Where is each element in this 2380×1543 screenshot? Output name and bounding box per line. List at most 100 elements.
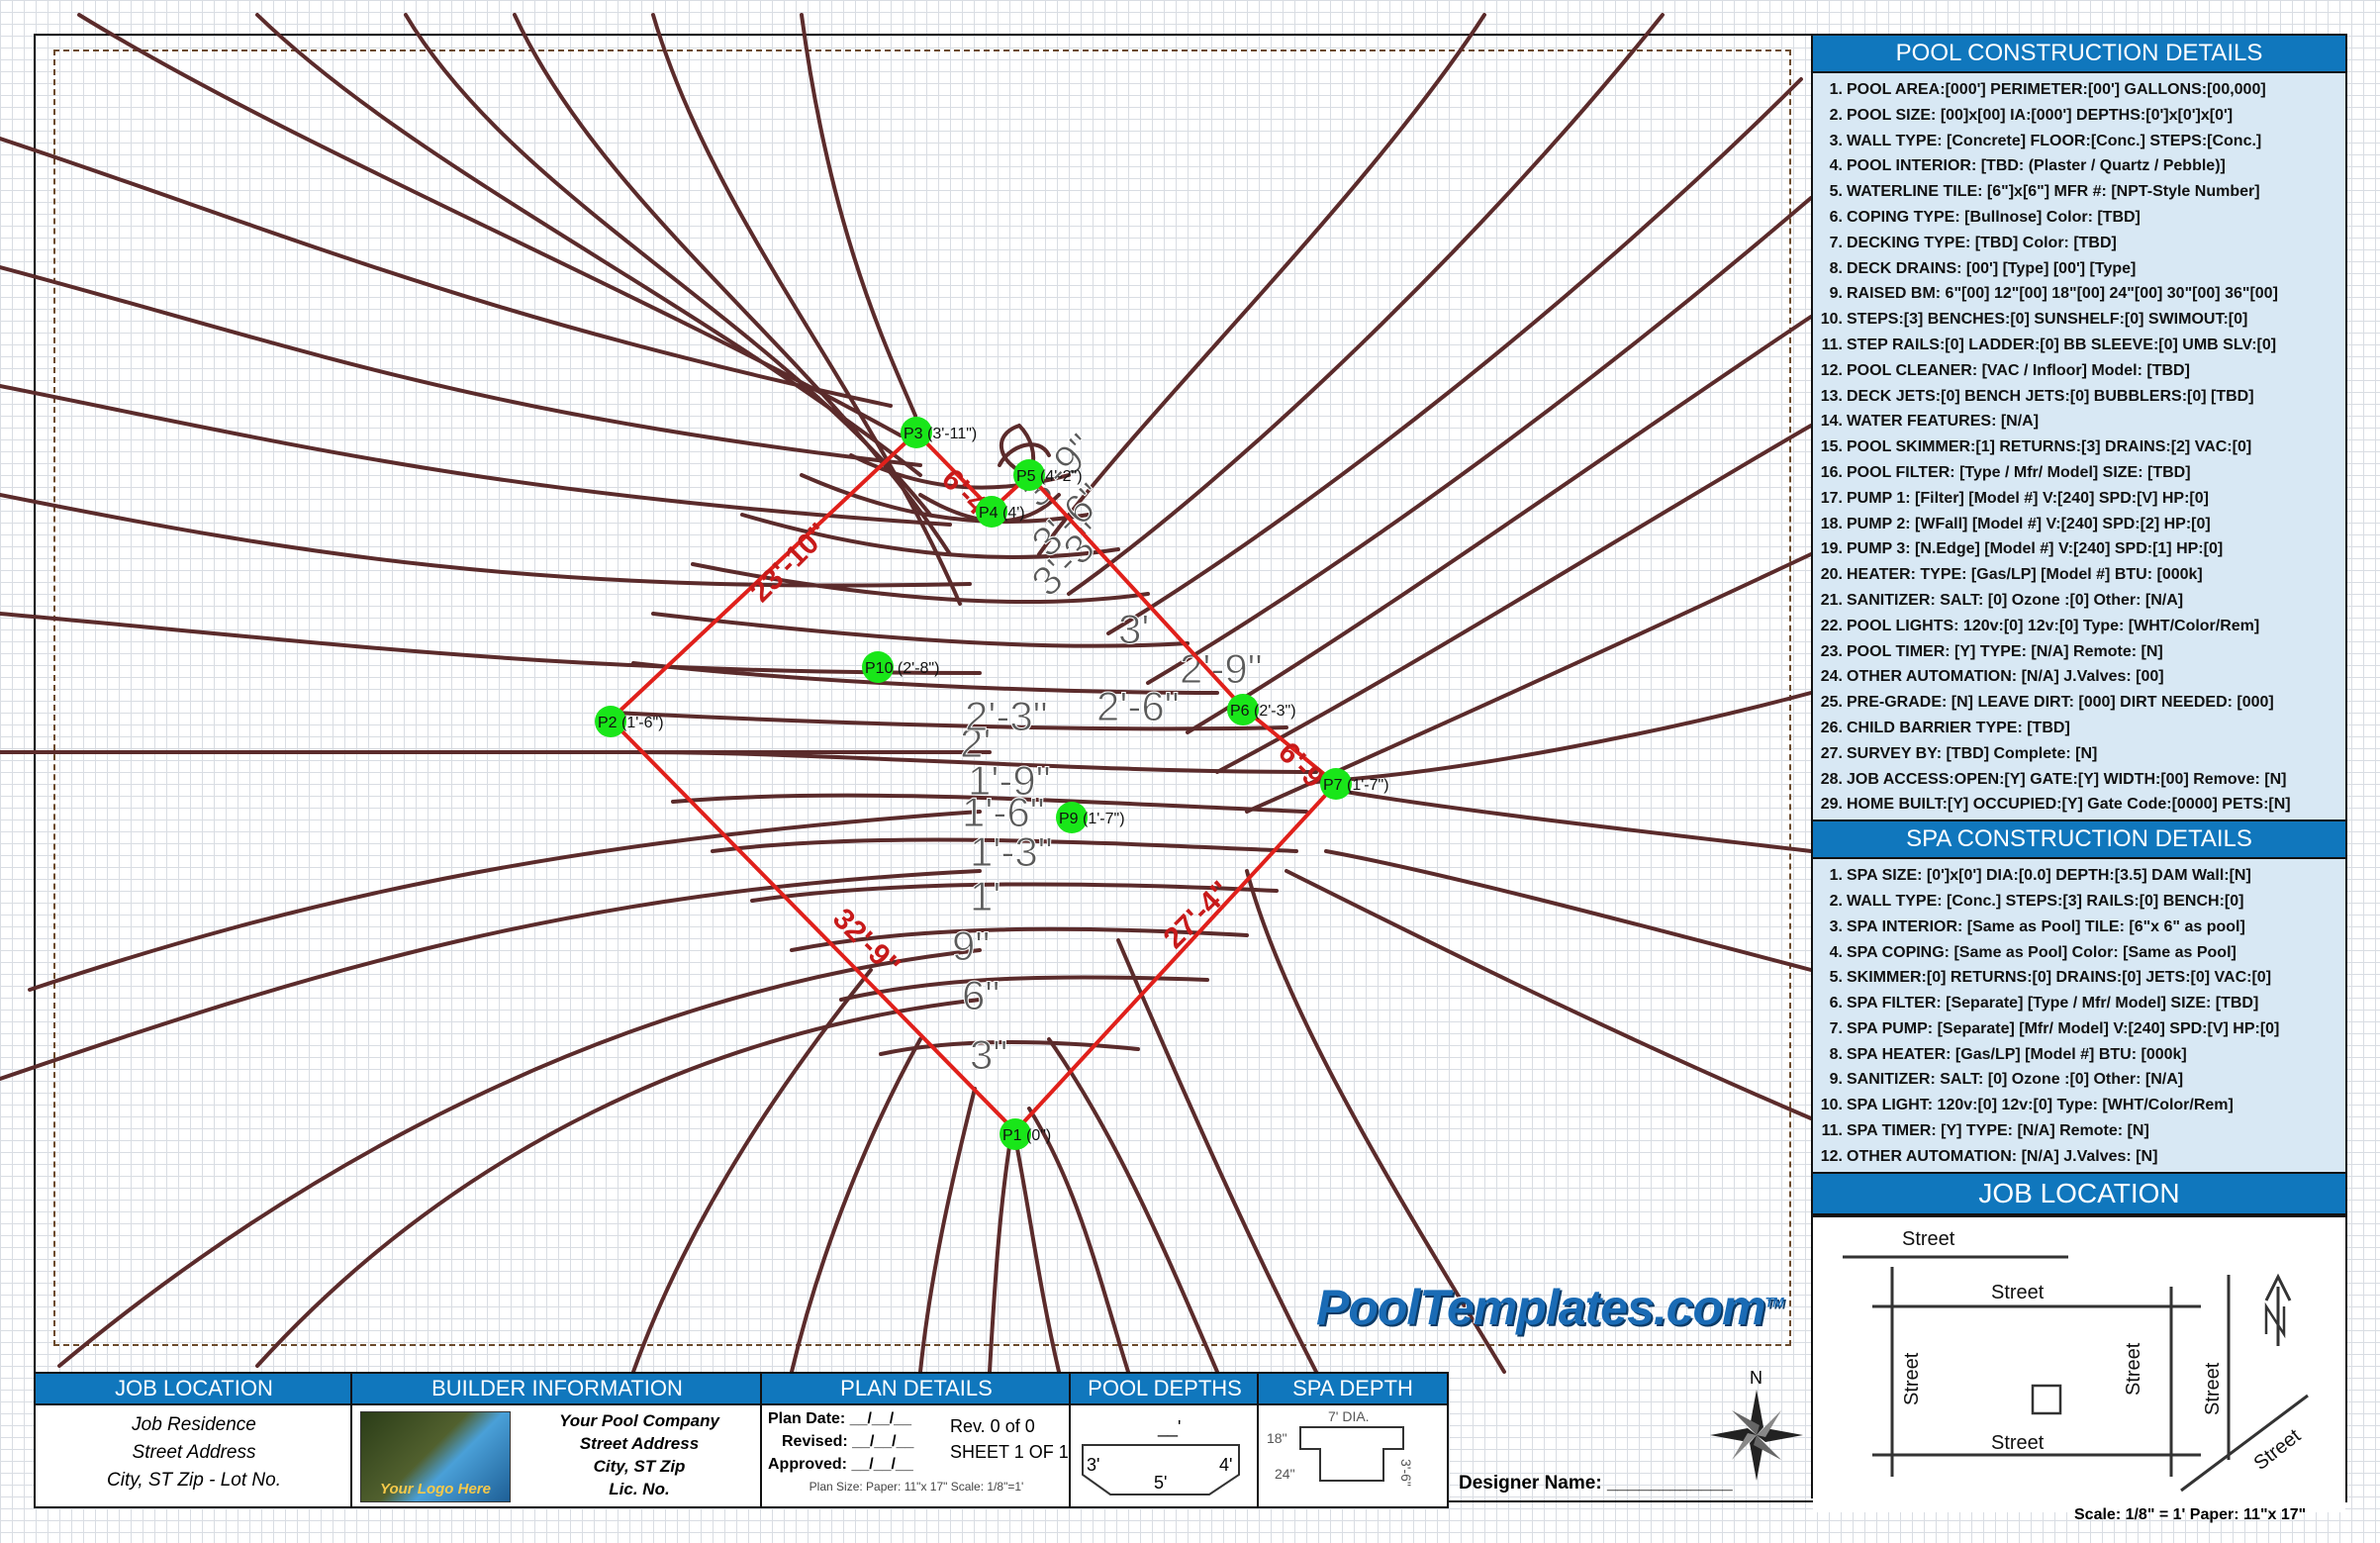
spec-row: 3.SPA INTERIOR: [Same as Pool] TILE: [6"…	[1819, 915, 2339, 940]
job-name: Job Residence	[132, 1414, 256, 1435]
contour-elevation-label: 2'-3"	[965, 693, 1048, 739]
contour-line	[612, 711, 1288, 731]
job-street: Street Address	[132, 1442, 256, 1463]
builder-company: Your Pool Company	[559, 1411, 719, 1430]
street-label: Street	[2202, 1362, 2224, 1415]
spec-row-number: 3.	[1829, 917, 1843, 935]
spec-row: 29.HOME BUILT:[Y] OCCUPIED:[Y] Gate Code…	[1819, 792, 2339, 818]
contour-elevation-label: 2'	[960, 720, 991, 766]
survey-point-label: P6 (2'-3")	[1230, 703, 1296, 720]
spec-row: 19.PUMP 3: [N.Edge] [Model #] V:[240] SP…	[1819, 536, 2339, 562]
survey-point[interactable]	[1000, 1118, 1031, 1150]
spec-row-text: SANITIZER: SALT: [0] Ozone :[0] Other: […	[1847, 1071, 2184, 1089]
survey-point[interactable]	[976, 496, 1007, 528]
contour-line	[918, 1087, 977, 1374]
spec-row-number: 3.	[1829, 132, 1843, 149]
contour-line	[404, 13, 932, 517]
spec-row: 8.SPA HEATER: [Gas/LP] [Model #] BTU: [0…	[1819, 1042, 2339, 1068]
builder-license: Lic. No.	[609, 1480, 670, 1498]
survey-point[interactable]	[1227, 694, 1259, 725]
pool-details-header: POOL CONSTRUCTION DETAILS	[1813, 34, 2345, 73]
plan-revised: Revised: __/__/__	[782, 1433, 914, 1450]
spec-row-number: 6.	[1829, 208, 1843, 226]
spec-row-number: 25.	[1820, 694, 1843, 712]
spec-row-text: WATER FEATURES: [N/A]	[1847, 413, 2040, 431]
spec-row-text: POOL AREA:[000'] PERIMETER:[00'] GALLONS…	[1847, 81, 2266, 98]
survey-point-label: P1 (0")	[1002, 1127, 1051, 1144]
contour-line	[651, 13, 962, 606]
spec-row-text: CHILD BARRIER TYPE: [TBD]	[1847, 719, 2070, 736]
spa-depth-profile: 7' DIA. 18" 24" 3'-6"	[1267, 1408, 1414, 1487]
spec-row-text: POOL INTERIOR: [TBD: (Plaster / Quartz /…	[1847, 157, 2226, 175]
spec-row: 11.SPA TIMER: [Y] TYPE: [N/A] Remote: [N…	[1819, 1118, 2339, 1144]
spec-row-text: POOL CLEANER: [VAC / Infloor] Model: [TB…	[1847, 361, 2190, 379]
spec-row-number: 28.	[1820, 770, 1843, 788]
survey-point[interactable]	[1320, 768, 1352, 800]
spec-row: 12.OTHER AUTOMATION: [N/A] J.Valves: [N]	[1819, 1144, 2339, 1170]
contour-lines	[0, 13, 1813, 1374]
plan-size: Plan Size: Paper: 11"x 17" Scale: 1/8"=1…	[809, 1480, 1024, 1494]
spec-row: 10.STEPS:[3] BENCHES:[0] SUNSHELF:[0] SW…	[1819, 307, 2339, 333]
spec-row-number: 11.	[1821, 336, 1843, 353]
survey-point-label: P9 (1'-7")	[1059, 811, 1125, 827]
revision-number: Rev. 0 of 0	[950, 1416, 1035, 1436]
spec-row-text: STEP RAILS:[0] LADDER:[0] BB SLEEVE:[0] …	[1847, 336, 2277, 353]
contour-line	[879, 1040, 1140, 1056]
contour-line	[800, 13, 917, 418]
spec-row: 2.POOL SIZE: [00]x[00] IA:[000'] DEPTHS:…	[1819, 103, 2339, 129]
job-city: City, ST Zip - Lot No.	[107, 1470, 281, 1491]
contour-line	[0, 869, 982, 1081]
spec-row: 16.POOL FILTER: [Type / Mfr/ Model] SIZE…	[1819, 460, 2339, 486]
contour-elevation-label: 1'-9"	[968, 757, 1051, 804]
survey-point[interactable]	[901, 417, 932, 448]
builder-city: City, ST Zip	[593, 1457, 686, 1476]
spec-row-text: PRE-GRADE: [N] LEAVE DIRT: [000] DIRT NE…	[1847, 694, 2274, 712]
spec-row-text: PUMP 1: [Filter] [Model #] V:[240] SPD:[…	[1847, 489, 2209, 507]
contour-line	[0, 137, 893, 408]
builder-title: BUILDER INFORMATION	[352, 1374, 762, 1405]
contour-elevation-label: 9"	[952, 922, 990, 969]
contour-line	[0, 265, 922, 467]
contour-line	[631, 968, 873, 1374]
spec-row: 20.HEATER: TYPE: [Gas/LP] [Model #] BTU:…	[1819, 562, 2339, 588]
survey-point[interactable]	[1013, 459, 1045, 491]
spec-row-number: 24.	[1820, 668, 1843, 686]
sheet-number: SHEET 1 OF 1	[950, 1442, 1069, 1462]
spec-row-number: 5.	[1829, 183, 1843, 201]
spec-row-number: 27.	[1820, 744, 1843, 762]
spec-row-number: 18.	[1820, 515, 1843, 532]
contour-elevation-label: 3'	[1118, 606, 1149, 652]
spec-row-text: POOL SIZE: [00]x[00] IA:[000'] DEPTHS:[0…	[1847, 106, 2234, 124]
spec-row-text: HEATER: TYPE: [Gas/LP] [Model #] BTU: [0…	[1847, 566, 2203, 584]
spec-row: 27.SURVEY BY: [TBD] Complete: [N]	[1819, 741, 2339, 767]
survey-point[interactable]	[595, 706, 626, 737]
contour-line	[631, 661, 1219, 695]
spec-row: 22.POOL LIGHTS: 120v:[0] 12v:[0] Type: […	[1819, 614, 2339, 639]
contour-elevation-label: 3"	[970, 1031, 1007, 1078]
contour-line	[1116, 938, 1318, 1374]
contour-line	[1186, 315, 1813, 734]
spec-row: 13.DECK JETS:[0] BENCH JETS:[0] BUBBLERS…	[1819, 384, 2339, 410]
contour-line	[255, 998, 982, 1368]
contour-line	[1146, 196, 1813, 685]
contour-line	[0, 384, 952, 527]
pool-details-list: 1.POOL AREA:[000'] PERIMETER:[00'] GALLO…	[1813, 73, 2345, 820]
spec-row-text: SKIMMER:[0] RETURNS:[0] DRAINS:[0] JETS:…	[1847, 969, 2272, 987]
contour-line	[1027, 1107, 1130, 1374]
spec-row: 24.OTHER AUTOMATION: [N/A] J.Valves: [00…	[1819, 664, 2339, 690]
spec-row: 26.CHILD BARRIER TYPE: [TBD]	[1819, 716, 2339, 741]
survey-point[interactable]	[1056, 802, 1088, 833]
spec-row-text: HOME BUILT:[Y] OCCUPIED:[Y] Gate Code:[0…	[1847, 796, 2291, 814]
job-location-block: JOB LOCATION Job Residence Street Addres…	[34, 1372, 354, 1508]
spec-row-text: DECK JETS:[0] BENCH JETS:[0] BUBBLERS:[0…	[1847, 387, 2254, 405]
contour-line	[740, 513, 1120, 559]
survey-point-label: P4 (4')	[979, 505, 1025, 522]
spec-row: 18.PUMP 2: [WFall] [Model #] V:[240] SPD…	[1819, 512, 2339, 537]
survey-point[interactable]	[862, 651, 894, 683]
spec-row-text: SANITIZER: SALT: [0] Ozone :[0] Other: […	[1847, 591, 2184, 609]
street-label: Street	[1991, 1432, 2045, 1454]
spec-row-number: 8.	[1829, 259, 1843, 277]
spec-row-number: 22.	[1820, 617, 1843, 634]
plan-details-title: PLAN DETAILS	[762, 1374, 1071, 1405]
